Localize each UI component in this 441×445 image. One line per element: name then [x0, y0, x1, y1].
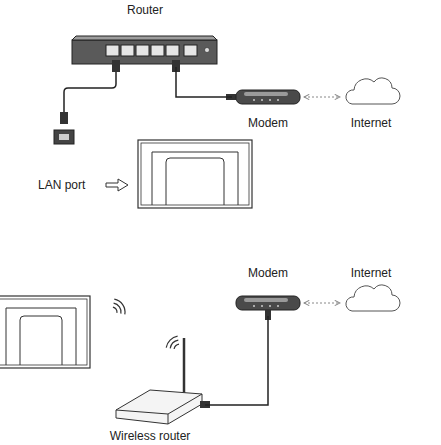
- wifi-wave: [113, 307, 117, 313]
- tv-illustration: [138, 140, 252, 208]
- device-label: Internet: [351, 116, 392, 130]
- router-port: [106, 45, 119, 56]
- modem-led: [277, 99, 279, 101]
- tv-frame: [0, 296, 90, 368]
- modem-led: [277, 305, 279, 307]
- tv-stand: [20, 316, 62, 365]
- data-link: [304, 303, 340, 304]
- router-port: [166, 45, 179, 56]
- tv-frame: [138, 140, 252, 208]
- wifi-wave: [114, 299, 125, 314]
- device-node: Modem: [232, 266, 304, 316]
- ethernet-cable: [176, 67, 232, 97]
- cloud-symbol: [346, 78, 400, 104]
- wireless-router-illustration: [116, 338, 210, 424]
- antenna: [183, 338, 186, 394]
- device-node: Internet: [340, 78, 402, 130]
- modem-led: [261, 99, 263, 101]
- port-label: LAN port: [38, 178, 85, 192]
- router-edge: [168, 414, 169, 424]
- device-node: Wireless router: [95, 375, 205, 443]
- lan-jack-slot: [59, 134, 69, 140]
- tv-back-panel: [152, 152, 238, 205]
- wifi-symbol: [166, 336, 179, 349]
- modem-led: [269, 99, 271, 101]
- connector-layer: [176, 67, 340, 405]
- modem-illustration: [226, 90, 300, 104]
- router-port: [121, 45, 134, 56]
- router-edge: [116, 394, 202, 414]
- tv-frame-inner: [0, 299, 87, 365]
- router-top: [72, 36, 217, 40]
- device-label: Modem: [248, 116, 288, 130]
- modem-led: [261, 305, 263, 307]
- device-label: Modem: [248, 266, 288, 280]
- wifi-wave: [166, 336, 177, 347]
- wifi-wave: [114, 303, 121, 314]
- tv-back-panel: [6, 308, 76, 365]
- router-port: [136, 45, 149, 56]
- pointer-arrow: [106, 179, 128, 191]
- power-led: [205, 48, 210, 53]
- ethernet-cable: [205, 316, 268, 405]
- cloud-symbol: [346, 285, 400, 311]
- router-port: [184, 45, 197, 56]
- router-body: [72, 40, 217, 64]
- modem-led: [269, 305, 271, 307]
- router-illustration: [72, 36, 217, 72]
- data-link: [304, 97, 340, 98]
- device-node: Modem: [232, 88, 304, 130]
- router-port: [151, 45, 164, 56]
- device-label: Router: [127, 3, 163, 17]
- router-body: [116, 390, 202, 424]
- wifi-symbol: [113, 299, 125, 314]
- tv-illustration: [0, 296, 90, 368]
- tv-frame-inner: [141, 143, 249, 205]
- modem-body: [236, 296, 300, 310]
- wifi-wave: [170, 340, 178, 348]
- cable-plug: [112, 60, 120, 72]
- device-node: Router: [70, 3, 220, 67]
- modem-led: [253, 99, 255, 101]
- wifi-wave: [174, 344, 179, 349]
- lan-jack: [54, 130, 74, 144]
- lan-cable: [64, 72, 116, 112]
- device-label: Wireless router: [110, 429, 191, 443]
- device-label: Internet: [351, 266, 392, 280]
- modem-led: [253, 305, 255, 307]
- device-node: Internet: [340, 266, 402, 316]
- cable-plug: [60, 112, 68, 124]
- modem-body: [236, 90, 300, 104]
- modem-highlight: [244, 298, 288, 302]
- modem-highlight: [244, 92, 288, 96]
- tv-stand: [166, 158, 224, 205]
